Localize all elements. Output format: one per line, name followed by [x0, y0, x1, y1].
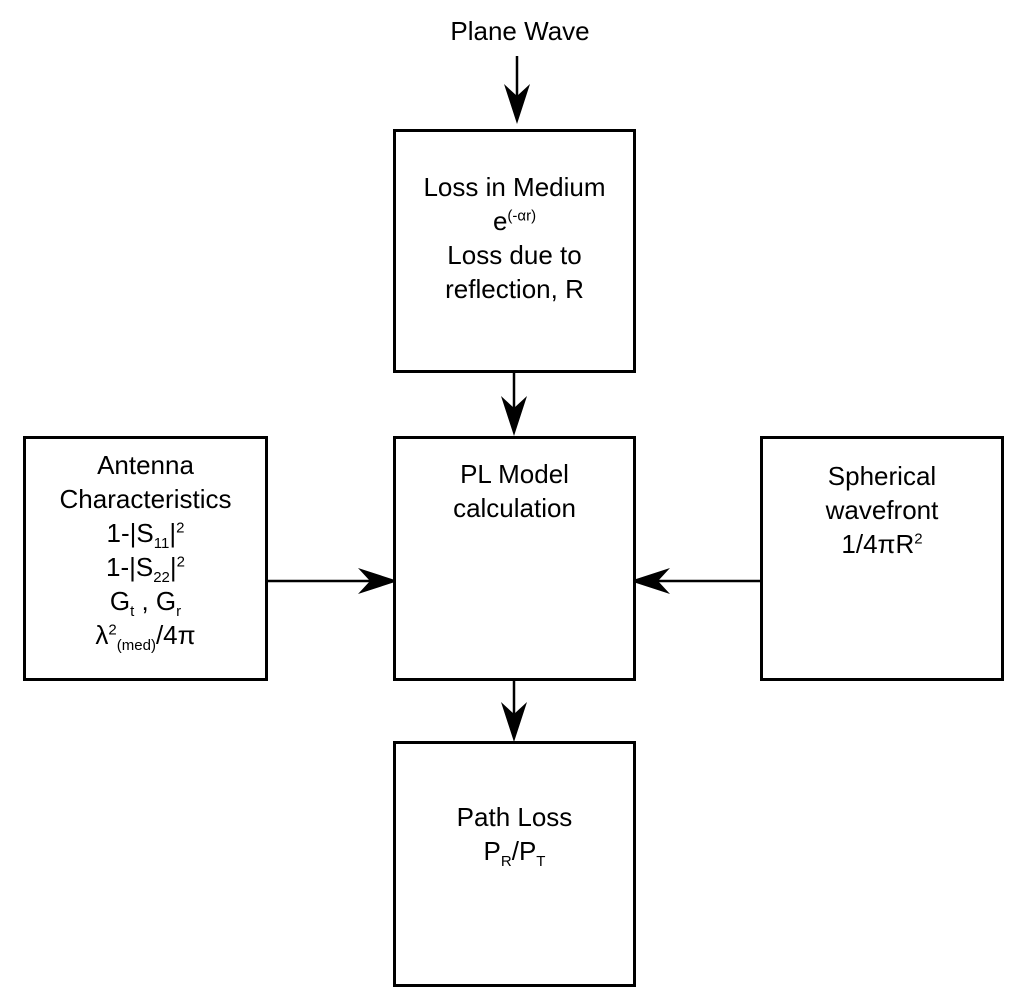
spherical-wavefront-text: Spherical wavefront 1/4πR2	[763, 459, 1001, 561]
arrow-model-to-pathloss-head	[501, 702, 527, 742]
gain-term: Gt , Gr	[109, 586, 182, 621]
loss-in-medium-text: Loss in Medium e(-αr) Loss due to reflec…	[396, 170, 633, 306]
antenna-title-line2: Characteristics	[59, 484, 232, 514]
antenna-title-line1: Antenna	[97, 450, 194, 480]
pl-model-line1: PL Model	[460, 459, 569, 489]
spherical-line1: Spherical	[827, 461, 937, 491]
path-loss-text: Path Loss PR/PT	[396, 800, 633, 871]
path-loss-box: Path Loss PR/PT	[393, 741, 636, 987]
pl-model-text: PL Model calculation	[396, 457, 633, 525]
reflection-loss-line2: reflection, R	[445, 274, 584, 304]
spherical-wavefront-box: Spherical wavefront 1/4πR2	[760, 436, 1004, 681]
spreading-formula: 1/4πR2	[841, 529, 923, 559]
s11-term: 1-|S11|2	[106, 518, 185, 553]
path-loss-title: Path Loss	[456, 802, 573, 832]
arrow-antenna-to-model-head	[358, 568, 398, 594]
arrow-spherical-to-model-head	[630, 568, 670, 594]
reflection-loss-line1: Loss due to	[447, 240, 582, 270]
antenna-characteristics-text: Antenna Characteristics 1-|S11|2 1-|S22|…	[26, 448, 265, 655]
pl-model-line2: calculation	[453, 493, 576, 523]
attenuation-formula: e(-αr)	[492, 206, 537, 236]
power-ratio: PR/PT	[483, 836, 546, 871]
spherical-line2: wavefront	[825, 495, 939, 525]
loss-in-medium-box: Loss in Medium e(-αr) Loss due to reflec…	[393, 129, 636, 373]
plane-wave-label: Plane Wave	[450, 16, 590, 46]
arrow-plane-wave-to-medium-head	[504, 84, 530, 124]
loss-in-medium-title: Loss in Medium	[423, 172, 606, 202]
pl-model-calculation-box: PL Model calculation	[393, 436, 636, 681]
antenna-characteristics-box: Antenna Characteristics 1-|S11|2 1-|S22|…	[23, 436, 268, 681]
s22-term: 1-|S22|2	[105, 552, 185, 587]
wavelength-term: λ2(med)/4π	[95, 620, 196, 655]
arrow-medium-to-model-head	[501, 396, 527, 436]
